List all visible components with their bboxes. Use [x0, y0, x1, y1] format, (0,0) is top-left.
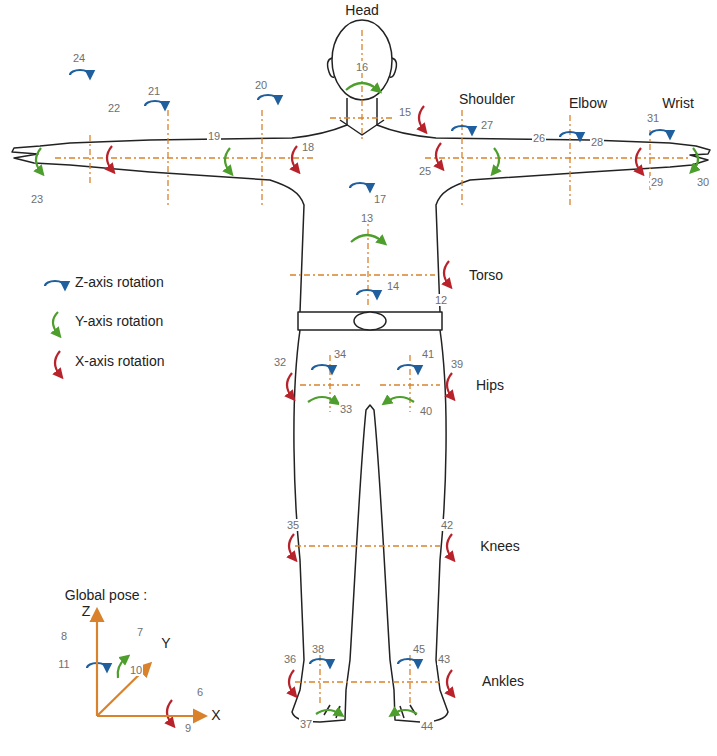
- callout-number: 15: [398, 106, 412, 118]
- part-label: X: [210, 708, 221, 723]
- callout-number: 18: [301, 141, 315, 153]
- callout-number: 26: [532, 132, 546, 144]
- callout-number: 42: [440, 519, 454, 531]
- part-label: Z: [81, 604, 92, 619]
- callout-number: 23: [30, 193, 44, 205]
- callout-number: 6: [196, 686, 204, 698]
- callout-number: 27: [480, 119, 494, 131]
- callout-number: 31: [646, 112, 660, 124]
- callout-number: 12: [434, 294, 448, 306]
- callout-number: 24: [72, 52, 86, 64]
- callout-number: 38: [311, 643, 325, 655]
- part-label: Ankles: [481, 674, 525, 689]
- callout-number: 36: [283, 653, 297, 665]
- callout-number: 16: [355, 61, 369, 73]
- callout-number: 35: [286, 519, 300, 531]
- callout-number: 8: [60, 630, 68, 642]
- callout-number: 39: [450, 358, 464, 370]
- part-label: Elbow: [568, 96, 608, 111]
- callout-number: 29: [650, 176, 664, 188]
- part-label: Torso: [468, 268, 504, 283]
- callout-number: 25: [418, 165, 432, 177]
- callout-number: 43: [437, 653, 451, 665]
- callout-number: 44: [420, 720, 434, 732]
- callout-number: 14: [386, 280, 400, 292]
- callout-number: 28: [590, 136, 604, 148]
- legend-text: X-axis rotation: [74, 354, 165, 369]
- part-label: Knees: [479, 539, 521, 554]
- part-label: Head: [344, 3, 379, 18]
- callout-number: 13: [360, 212, 374, 224]
- callout-number: 9: [184, 722, 192, 734]
- callout-number: 7: [136, 626, 144, 638]
- part-label: Wrist: [661, 96, 695, 111]
- part-label: Hips: [475, 378, 505, 393]
- callout-number: 20: [254, 79, 268, 91]
- callout-number: 10: [129, 664, 143, 676]
- legend-text: Z-axis rotation: [74, 275, 165, 290]
- part-label: Global pose :: [64, 588, 149, 603]
- callout-number: 11: [57, 658, 70, 670]
- callout-number: 19: [207, 130, 221, 142]
- callout-number: 30: [696, 176, 710, 188]
- legend-text: Y-axis rotation: [74, 314, 164, 329]
- part-label: Y: [160, 636, 171, 651]
- callout-number: 40: [419, 405, 433, 417]
- callout-number: 34: [333, 348, 347, 360]
- callout-number: 41: [421, 348, 435, 360]
- callout-number: 32: [273, 356, 287, 368]
- callout-number: 22: [107, 102, 121, 114]
- callout-number: 37: [299, 718, 313, 730]
- callout-number: 33: [339, 403, 353, 415]
- part-label: Shoulder: [458, 92, 516, 107]
- callout-number: 45: [412, 643, 426, 655]
- callout-number: 17: [373, 193, 387, 205]
- callout-number: 21: [147, 85, 161, 97]
